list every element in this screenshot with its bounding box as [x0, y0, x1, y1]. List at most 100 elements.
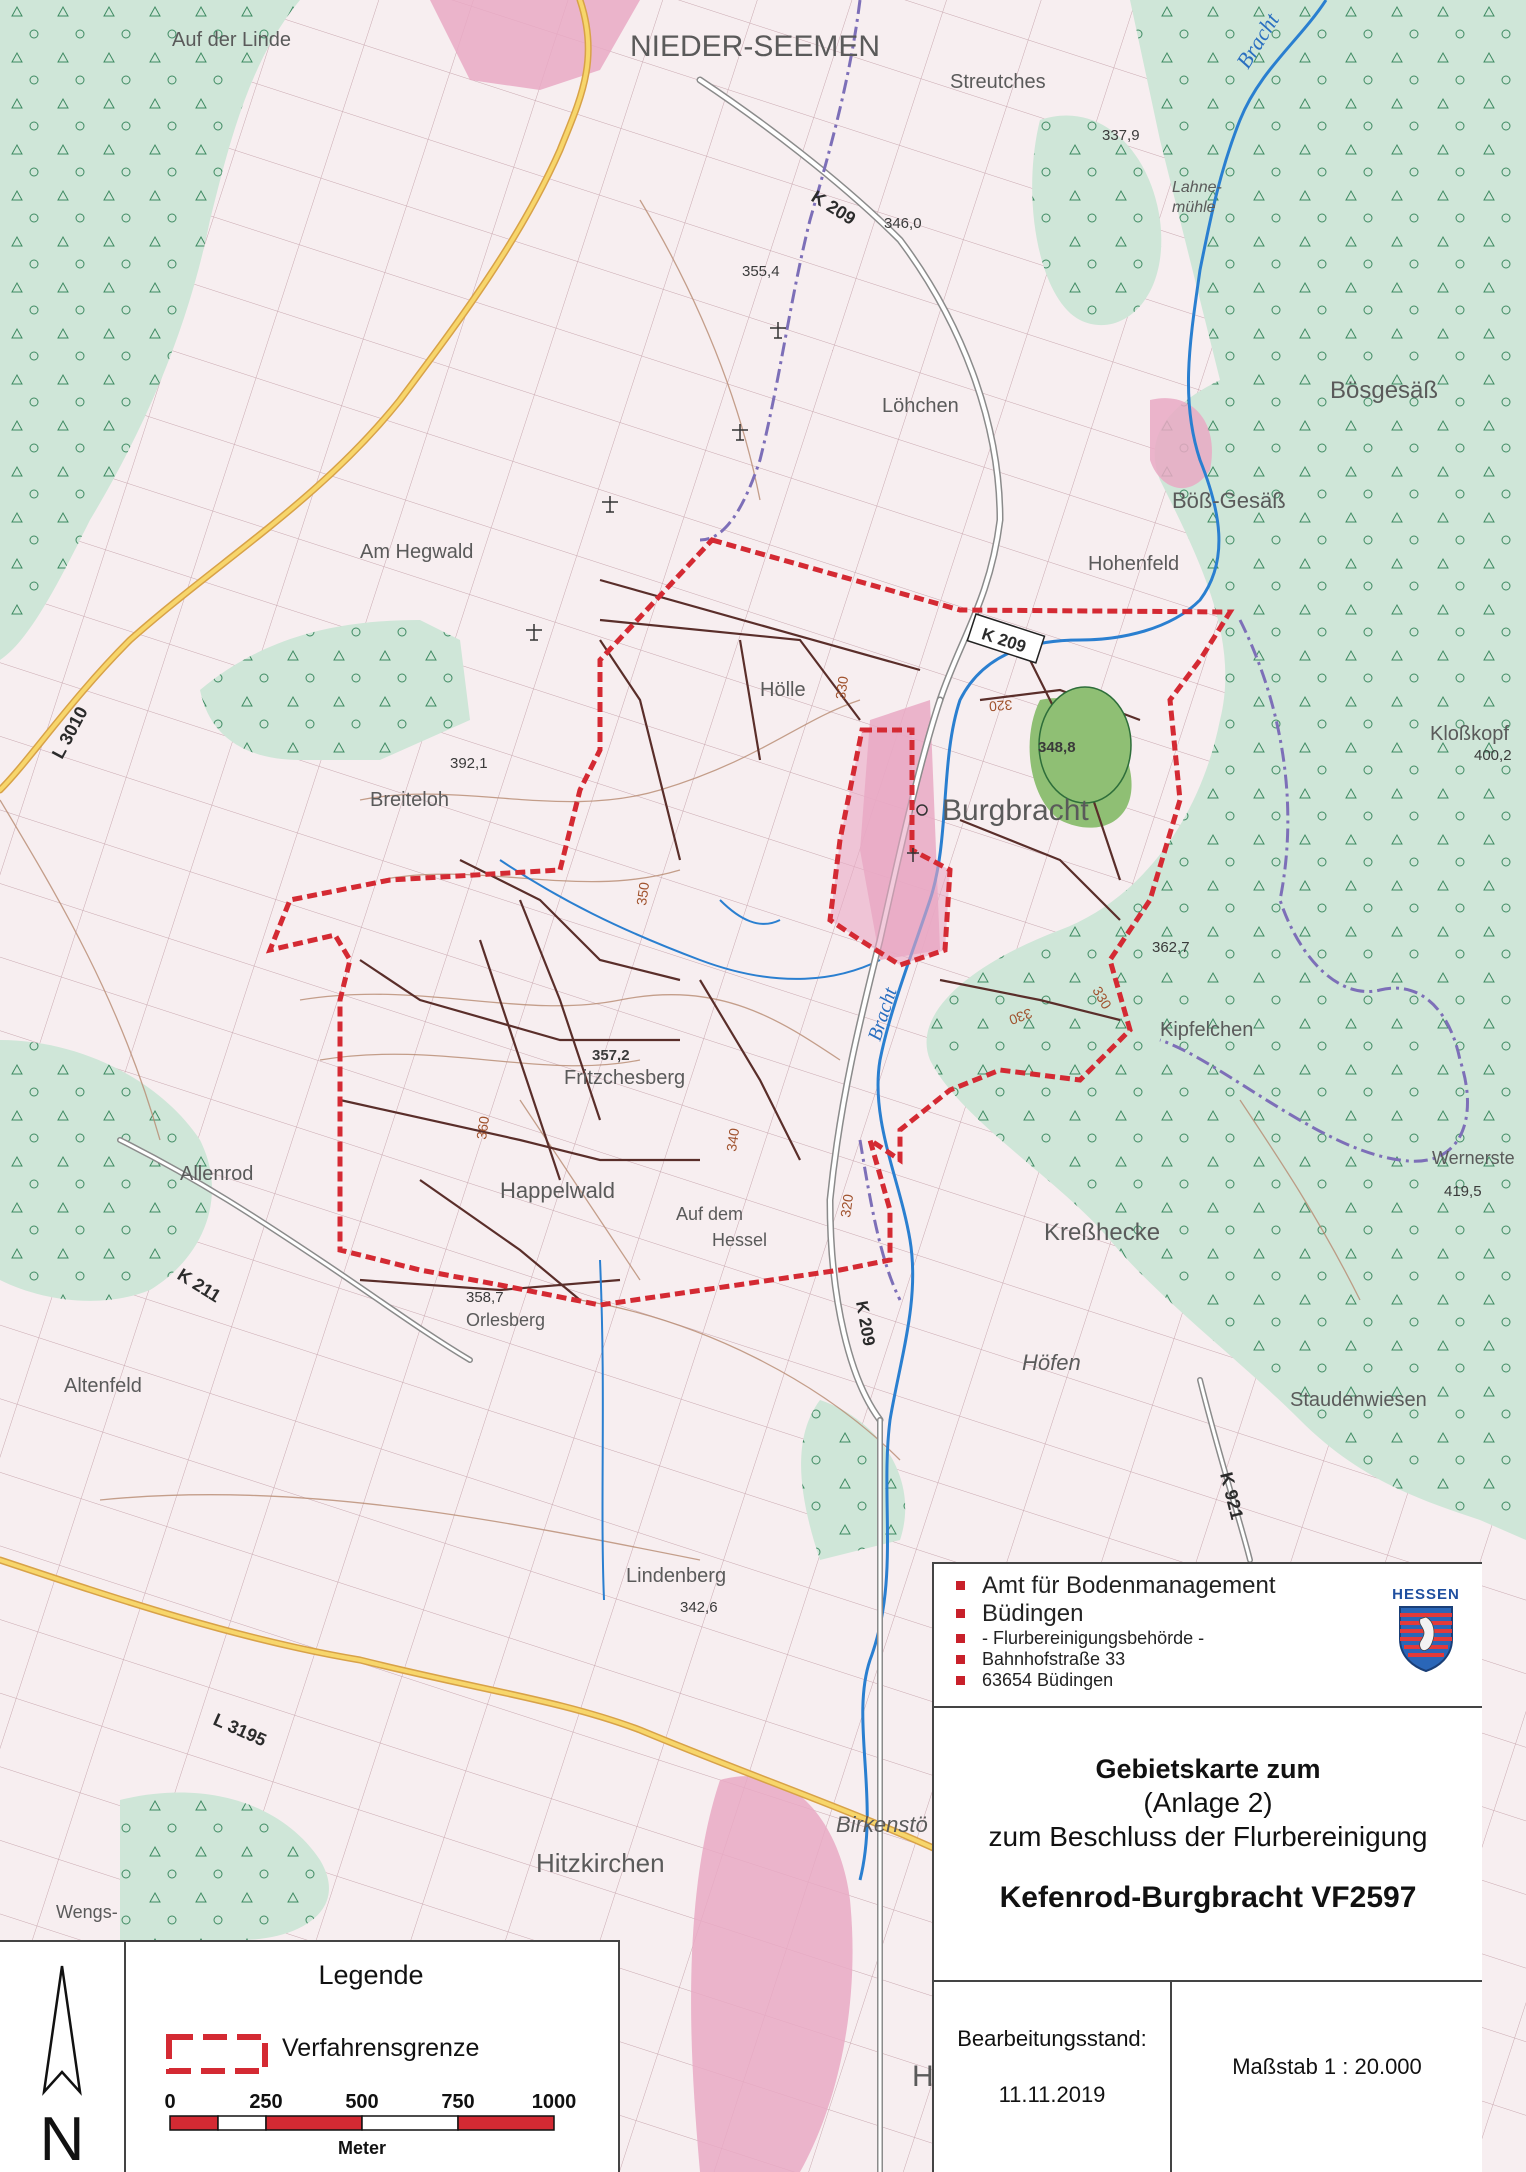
label-wengs: Wengs- [56, 1902, 118, 1922]
status-label: Bearbeitungsstand: [957, 2026, 1147, 2051]
airfield-symbol-2 [732, 424, 748, 441]
scale-text: Maßstab 1 : 20.000 [1232, 2054, 1422, 2079]
contour-330-a: 330 [832, 675, 851, 701]
boundary-symbol-icon [166, 2034, 268, 2074]
elev-358-7: 358,7 [466, 1289, 504, 1306]
label-nieder-seemen: NIEDER-SEEMEN [630, 30, 880, 63]
legend-title: Legende [318, 1960, 424, 1990]
elev-392-1: 392,1 [450, 755, 488, 772]
label-allenrod: Allenrod [180, 1163, 253, 1185]
map-scale: Maßstab 1 : 20.000 [1172, 1982, 1482, 2172]
label-h-fragment: H [912, 2060, 934, 2093]
legend-label-boundary: Verfahrensgrenze [282, 2034, 480, 2062]
label-kipfelchen: Kipfelchen [1160, 1019, 1253, 1041]
title-line-4: Kefenrod-Burgbracht VF2597 [999, 1881, 1417, 1914]
elev-346-0: 346,0 [884, 215, 922, 232]
label-lindenberg: Lindenberg [626, 1565, 726, 1587]
label-happelwald: Happelwald [500, 1178, 615, 1203]
processing-status: Bearbeitungsstand: 11.11.2019 [934, 1982, 1172, 2172]
label-hohenfeld: Hohenfeld [1088, 553, 1179, 575]
hessen-logo: HESSEN [1388, 1586, 1464, 1678]
elev-357-2: 357,2 [592, 1047, 630, 1064]
castle-symbol [916, 804, 928, 816]
address-line-department: - Flurbereinigungsbehörde - [956, 1628, 1482, 1649]
elev-419-5: 419,5 [1444, 1183, 1482, 1200]
contour-320-b: 320 [837, 1193, 856, 1219]
label-hoefen: Höfen [1022, 1350, 1081, 1375]
title-line-2: (Anlage 2) [1143, 1787, 1273, 1818]
hessen-coat-of-arms-icon [1399, 1606, 1453, 1673]
address-line-zip: 63654 Büdingen [956, 1670, 1482, 1691]
status-date: 11.11.2019 [998, 2082, 1106, 2107]
map-title: Gebietskarte zum (Anlage 2) zum Beschlus… [934, 1708, 1482, 1982]
map-symbols [526, 322, 928, 862]
village-boundary [827, 727, 953, 968]
airfield-symbol-4 [526, 624, 542, 641]
elev-337-9: 337,9 [1102, 127, 1140, 144]
north-letter: N [40, 2105, 85, 2172]
address-line-city: Büdingen [956, 1600, 1482, 1628]
elev-348-8: 348,8 [1038, 739, 1076, 756]
elev-362-7: 362,7 [1152, 939, 1190, 956]
label-klosskopf: Kloßkopf [1430, 723, 1509, 745]
elev-355-4: 355,4 [742, 263, 780, 280]
label-auf-der-linde: Auf der Linde [172, 29, 291, 51]
scale-tick-250: 250 [249, 2091, 282, 2113]
elevation-labels: 337,9 346,0 355,4 348,8 400,2 392,1 362,… [450, 127, 1512, 1616]
hill-forest [1038, 686, 1132, 804]
streams [499, 0, 1328, 1881]
label-breiteloh: Breiteloh [370, 789, 449, 811]
label-fritzchesberg: Fritzchesberg [564, 1067, 685, 1089]
place-labels: Auf der Linde NIEDER-SEEMEN Streutches L… [56, 29, 1515, 2093]
contour-320-a: 320 [988, 697, 1013, 715]
scale-tick-750: 750 [441, 2091, 474, 2113]
label-hoelle: Hölle [760, 679, 806, 701]
label-boesgesaess: Bösgesäß [1330, 377, 1438, 404]
authority-address: Amt für Bodenmanagement Büdingen - Flurb… [934, 1564, 1482, 1708]
scale-bar: 0 250 500 750 1000 Meter [164, 2091, 577, 2158]
label-lahnemuehle-2: mühle [1172, 199, 1216, 216]
title-block: Amt für Bodenmanagement Büdingen - Flurb… [932, 1562, 1482, 2172]
north-arrow-icon: N [40, 1965, 85, 2172]
legend-body: Legende Verfahrensgrenze 0 250 500 750 1… [126, 1942, 616, 2172]
scale-tick-500: 500 [345, 2091, 378, 2113]
label-loehchen: Löhchen [882, 395, 959, 417]
address-line-street: Bahnhofstraße 33 [956, 1649, 1482, 1670]
label-altenfeld: Altenfeld [64, 1375, 142, 1397]
label-am-hegwald: Am Hegwald [360, 541, 473, 563]
label-burgbracht: Burgbracht [942, 794, 1089, 827]
contour-340: 340 [723, 1127, 742, 1153]
label-boess-gesaess: Böß-Gesäß [1172, 488, 1286, 513]
address-line-authority: Amt für Bodenmanagement [956, 1572, 1482, 1600]
road-label-k209-box-frame [966, 613, 1046, 664]
label-wernerste: Wernerste [1432, 1148, 1515, 1168]
contour-330-b: 330 [1007, 1005, 1035, 1028]
contour-360: 360 [473, 1115, 492, 1141]
hessen-logo-label: HESSEN [1392, 1586, 1460, 1603]
elev-400-2: 400,2 [1474, 747, 1512, 764]
label-streutches: Streutches [950, 71, 1046, 93]
contour-350: 350 [633, 881, 652, 907]
label-auf-dem-hessel-1: Auf dem [676, 1204, 743, 1224]
label-lahnemuehle-1: Lahne- [1172, 179, 1222, 196]
legend-panel: N Legende Verfahrensgrenze 0 250 500 750… [0, 1940, 620, 2172]
municipal-boundary [699, 0, 1469, 1301]
project-boundary[interactable] [265, 537, 1235, 1308]
scale-unit: Meter [338, 2138, 386, 2158]
airfield-symbol-1 [770, 322, 786, 339]
label-orlesberg: Orlesberg [466, 1310, 545, 1330]
airfield-symbol-3 [602, 496, 618, 513]
title-line-1: Gebietskarte zum [1095, 1754, 1321, 1784]
church-symbol [907, 848, 919, 862]
scale-tick-1000: 1000 [532, 2091, 577, 2113]
north-arrow: N [0, 1942, 126, 2172]
scale-tick-0: 0 [164, 2091, 175, 2113]
title-line-3: zum Beschluss der Flurbereinigung [988, 1821, 1428, 1852]
label-kresshecke: Kreßhecke [1044, 1219, 1160, 1246]
label-birkenstoe: Birkenstö [836, 1812, 928, 1837]
label-staudenwiesen: Staudenwiesen [1290, 1389, 1427, 1411]
label-auf-dem-hessel-2: Hessel [712, 1230, 767, 1250]
label-hitzkirchen: Hitzkirchen [536, 1848, 665, 1878]
